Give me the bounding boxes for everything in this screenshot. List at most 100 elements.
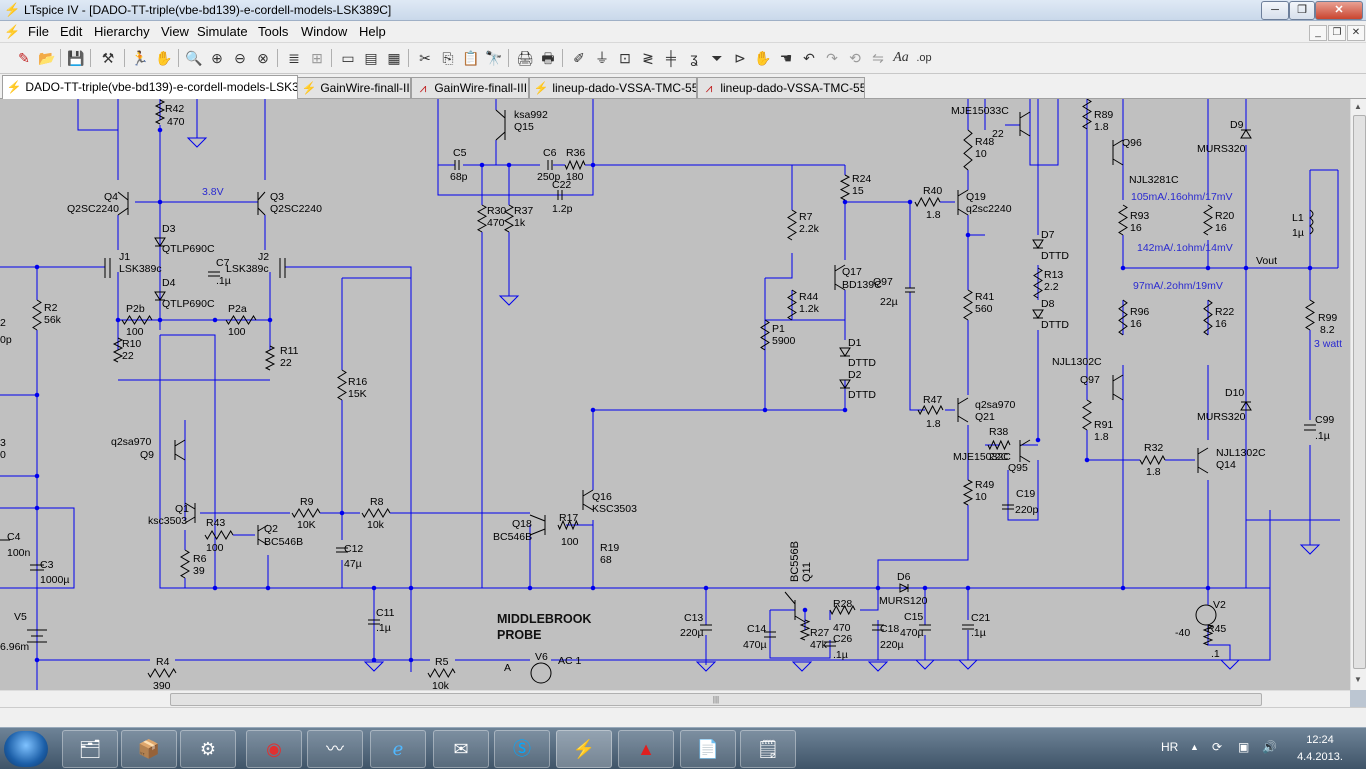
redo-icon[interactable]: ↷	[826, 50, 838, 66]
component-label[interactable]: J2	[258, 251, 269, 263]
component-label[interactable]: Vout	[1256, 255, 1277, 267]
component-label[interactable]: Q14	[1216, 459, 1236, 471]
component-label[interactable]: V6	[535, 651, 548, 663]
component-label[interactable]: C7	[216, 257, 230, 269]
component-label[interactable]: C4	[7, 531, 21, 543]
component-label[interactable]: MURS120	[879, 595, 928, 607]
fft-icon[interactable]: ⊞	[311, 50, 323, 66]
component-label[interactable]: 470µ	[900, 627, 924, 639]
resistor-horizontal[interactable]	[564, 159, 586, 171]
component-label[interactable]: NJL1302C	[1216, 447, 1266, 459]
paste-icon[interactable]: 📋	[462, 50, 480, 66]
minimize-button[interactable]: ─	[1261, 1, 1289, 20]
start-button[interactable]	[4, 731, 48, 767]
component-label[interactable]: 10K	[297, 519, 316, 531]
volume-icon[interactable]: 🔊	[1262, 740, 1277, 754]
component-label[interactable]: QTLP690C	[162, 298, 215, 310]
component-label[interactable]: R10	[122, 338, 141, 350]
component-label[interactable]: MURS320	[1197, 143, 1246, 155]
component-label[interactable]: Q4	[104, 191, 118, 203]
component-label[interactable]: 250p	[537, 171, 561, 183]
component-label[interactable]: 100	[561, 536, 579, 548]
component-label[interactable]: 6.96m	[0, 641, 29, 653]
component-label[interactable]: 1k	[514, 217, 526, 229]
copy-icon[interactable]: ⎘	[442, 50, 454, 66]
component-label[interactable]: C12	[344, 543, 363, 555]
component-label[interactable]: 5900	[772, 335, 796, 347]
component-label[interactable]: C19	[1016, 488, 1035, 500]
tab-gainwire-waveform[interactable]: ⩘ GainWire-finall-IIII	[411, 77, 529, 98]
component-label[interactable]: R7	[799, 211, 813, 223]
annotation-text[interactable]: 97mA/.2ohm/19mV	[1133, 280, 1223, 292]
component-label[interactable]: DTTD	[1041, 319, 1069, 331]
component-label[interactable]: q2sa970	[975, 399, 1015, 411]
mirror-icon[interactable]: ⇋	[872, 50, 884, 66]
component-label[interactable]: 1µ	[1292, 227, 1304, 239]
component-label[interactable]: .1µ	[1315, 430, 1330, 442]
rotate-icon[interactable]: ⟲	[849, 50, 861, 66]
component-label[interactable]: A	[504, 662, 511, 674]
component-label[interactable]: 1.8	[926, 418, 941, 430]
component-label[interactable]: 1.8	[1094, 431, 1109, 443]
component-label[interactable]: R44	[799, 291, 818, 303]
component-label[interactable]: Q3	[270, 191, 284, 203]
zoom-in-icon[interactable]: 🔍	[185, 50, 203, 66]
mdi-restore-button[interactable]: ❐	[1328, 25, 1346, 41]
ltspice-taskbar-icon[interactable]: ⚡	[556, 730, 612, 768]
menu-hierarchy[interactable]: Hierarchy	[94, 24, 150, 39]
component-label[interactable]: 22	[122, 350, 134, 362]
save-icon[interactable]: 💾	[67, 50, 85, 66]
component-label[interactable]: R47	[923, 394, 942, 406]
resistor-horizontal[interactable]	[557, 519, 579, 531]
language-indicator[interactable]: HR	[1161, 740, 1179, 754]
label-net-icon[interactable]: ⊡	[619, 50, 631, 66]
component-label[interactable]: R6	[193, 553, 207, 565]
zoom-out-icon[interactable]: ⊖	[234, 50, 246, 66]
scroll-down-arrow-icon[interactable]: ▼	[1354, 675, 1362, 684]
tile-vertical-icon[interactable]: ▤	[364, 50, 378, 66]
component-label[interactable]: NJL3281C	[1129, 174, 1179, 186]
resistor-vertical[interactable]	[787, 209, 797, 241]
component-label[interactable]: 100n	[7, 547, 31, 559]
component-label[interactable]: Q95	[1008, 462, 1028, 474]
halt-icon[interactable]: ✋	[155, 50, 173, 66]
tool-icon[interactable]: ⚙	[180, 730, 236, 768]
undo-icon[interactable]: ↶	[803, 50, 815, 66]
component-label[interactable]: C26	[833, 633, 852, 645]
annotation-text[interactable]: 3.8V	[202, 186, 224, 198]
resistor-horizontal[interactable]	[121, 315, 153, 325]
horizontal-scroll-thumb[interactable]: |||	[170, 693, 1262, 706]
component-label[interactable]: .1µ	[833, 649, 848, 661]
run-icon[interactable]: 🏃	[131, 50, 149, 66]
component-label[interactable]: R36	[566, 147, 585, 159]
component-label[interactable]: R41	[975, 291, 994, 303]
internet-explorer-icon[interactable]: ℯ	[370, 730, 426, 768]
component-label[interactable]: C5	[453, 147, 467, 159]
mdi-minimize-button[interactable]: _	[1309, 25, 1327, 41]
horizontal-scrollbar[interactable]: |||	[0, 690, 1350, 707]
component-label[interactable]: R49	[975, 479, 994, 491]
component-label[interactable]: .1µ	[376, 622, 391, 634]
component-label[interactable]: R96	[1130, 306, 1149, 318]
component-label[interactable]: R19	[600, 542, 619, 554]
component-label[interactable]: 180	[566, 171, 584, 183]
component-label[interactable]: 100	[228, 326, 246, 338]
component-label[interactable]: R27	[810, 627, 829, 639]
component-label[interactable]: MJE15032C	[953, 451, 1011, 463]
resistor-vertical[interactable]	[503, 204, 515, 233]
component-label[interactable]: C3	[40, 559, 54, 571]
move-icon[interactable]: ✋	[754, 50, 772, 66]
component-label[interactable]: R91	[1094, 419, 1113, 431]
resistor-horizontal[interactable]	[147, 668, 177, 678]
component-label[interactable]: LSK389c	[226, 263, 269, 275]
component-label[interactable]: R9	[300, 496, 314, 508]
inductor-icon[interactable]: ʓ	[690, 50, 698, 66]
component-label[interactable]: C14	[747, 623, 766, 635]
component-label[interactable]: D6	[897, 571, 911, 583]
component-label[interactable]: Q96	[1122, 137, 1142, 149]
component-label[interactable]: LSK389c	[119, 263, 162, 275]
tile-horizontal-icon[interactable]: ▭	[341, 50, 355, 66]
component-label[interactable]: 1000µ	[40, 574, 69, 586]
component-label[interactable]: NJL1302C	[1052, 356, 1102, 368]
component-label[interactable]: 470	[487, 217, 505, 229]
